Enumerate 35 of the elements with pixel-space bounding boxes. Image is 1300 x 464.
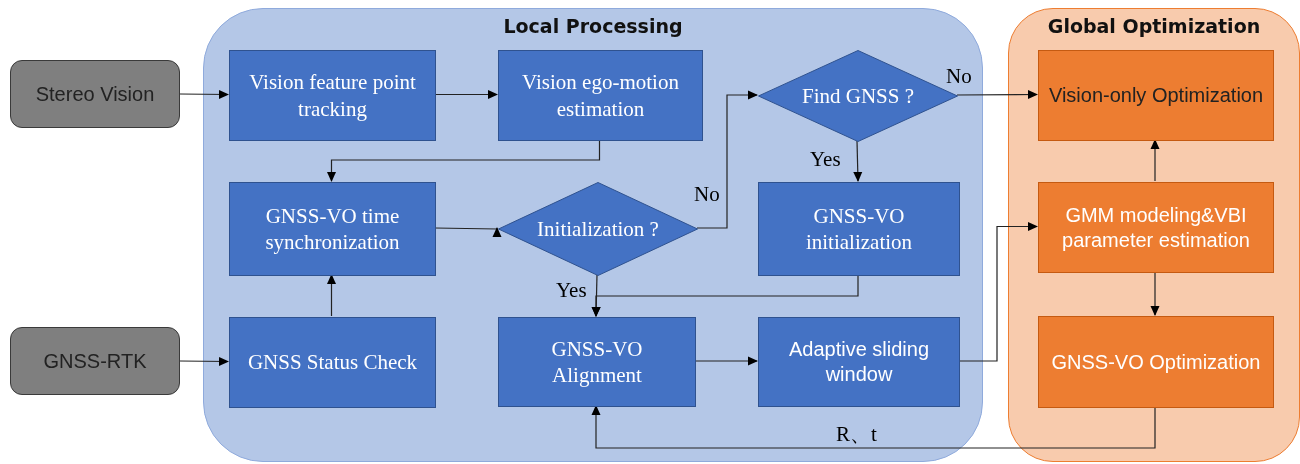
arrow (327, 274, 336, 317)
input-box: Stereo Vision (10, 60, 180, 128)
arrow (956, 90, 1038, 100)
process-box: GNSS-VO Alignment (498, 317, 696, 407)
process-box: GNSS-VO Optimization (1038, 316, 1274, 408)
process-box: Adaptive sliding window (758, 317, 960, 407)
arrow (434, 90, 498, 99)
arrow (591, 274, 859, 317)
arrow (1150, 139, 1160, 182)
arrow (694, 356, 758, 366)
process-box: Vision ego-motion estimation (498, 50, 703, 141)
processing-panel (203, 8, 983, 462)
process-box: GNSS-VO initialization (758, 182, 960, 276)
arrow (179, 356, 229, 366)
process-box: GMM modeling&VBI parameter estimation (1038, 182, 1274, 273)
arrow (853, 140, 863, 182)
process-box: Vision-only Optimization (1038, 50, 1274, 141)
arrow (327, 139, 601, 182)
edge-label: R、t (836, 421, 877, 448)
process-box: Vision feature point tracking (229, 50, 436, 141)
processing-panel (1008, 8, 1300, 462)
arrow (434, 227, 502, 237)
input-box: GNSS-RTK (10, 327, 180, 395)
process-box: GNSS Status Check (229, 317, 436, 408)
edge-label: Yes (810, 147, 841, 172)
arrow (958, 222, 1038, 362)
edge-label: No (946, 64, 972, 89)
arrow (696, 90, 758, 229)
panel-title: Global Optimization (1046, 15, 1262, 39)
arrow (591, 405, 1156, 449)
panel-title: Local Processing (502, 15, 684, 39)
arrow (1150, 271, 1160, 316)
edge-label: Yes (556, 278, 587, 303)
process-box: GNSS-VO time synchronization (229, 182, 436, 276)
arrow (179, 89, 229, 99)
